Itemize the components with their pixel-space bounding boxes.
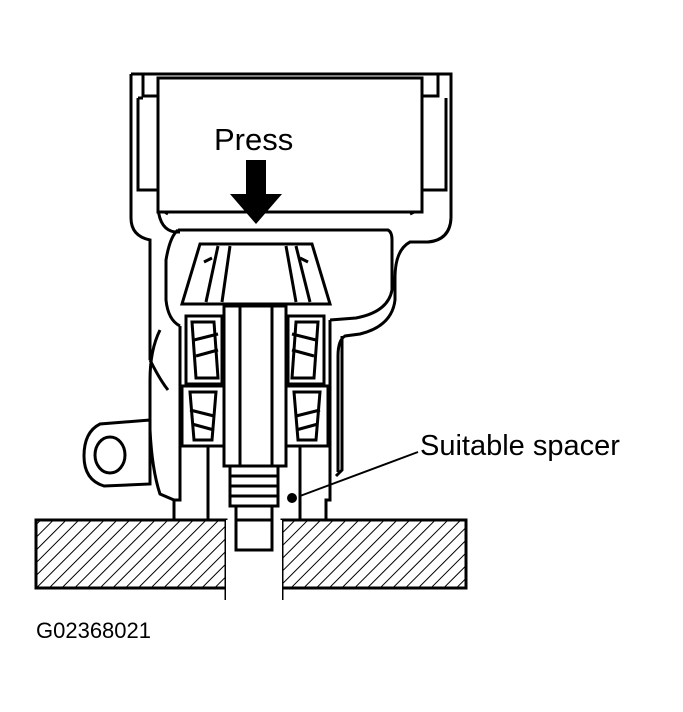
spacer [287,493,297,503]
mounting-ear [82,418,152,488]
right-bearing [284,314,330,448]
shaft [222,304,288,552]
press-label: Press [214,122,294,157]
inner-housing [164,228,394,328]
bearing-cone [179,242,333,306]
spacer-label: Suitable spacer [420,430,620,462]
press-block [156,76,424,214]
spacer-leader-line [299,451,419,497]
down-arrow-icon [230,160,282,224]
figure-code: G02368021 [36,618,151,643]
base-plate [34,518,468,600]
left-bearing [180,314,226,448]
